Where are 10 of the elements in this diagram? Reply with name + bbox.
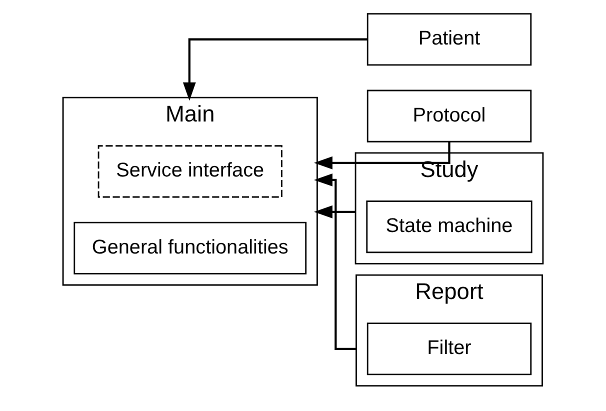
arrow bbox=[182, 38, 368, 101]
arrow bbox=[314, 142, 450, 170]
node-box: Filter bbox=[366, 322, 532, 376]
node-box: State machine bbox=[366, 200, 532, 254]
node-box: Service interface bbox=[98, 145, 282, 198]
node-box: General functionalities bbox=[74, 222, 307, 274]
node-box: Patient bbox=[366, 13, 532, 66]
node-box: Protocol bbox=[366, 90, 532, 142]
arrow bbox=[314, 205, 356, 218]
arrow bbox=[314, 173, 356, 350]
